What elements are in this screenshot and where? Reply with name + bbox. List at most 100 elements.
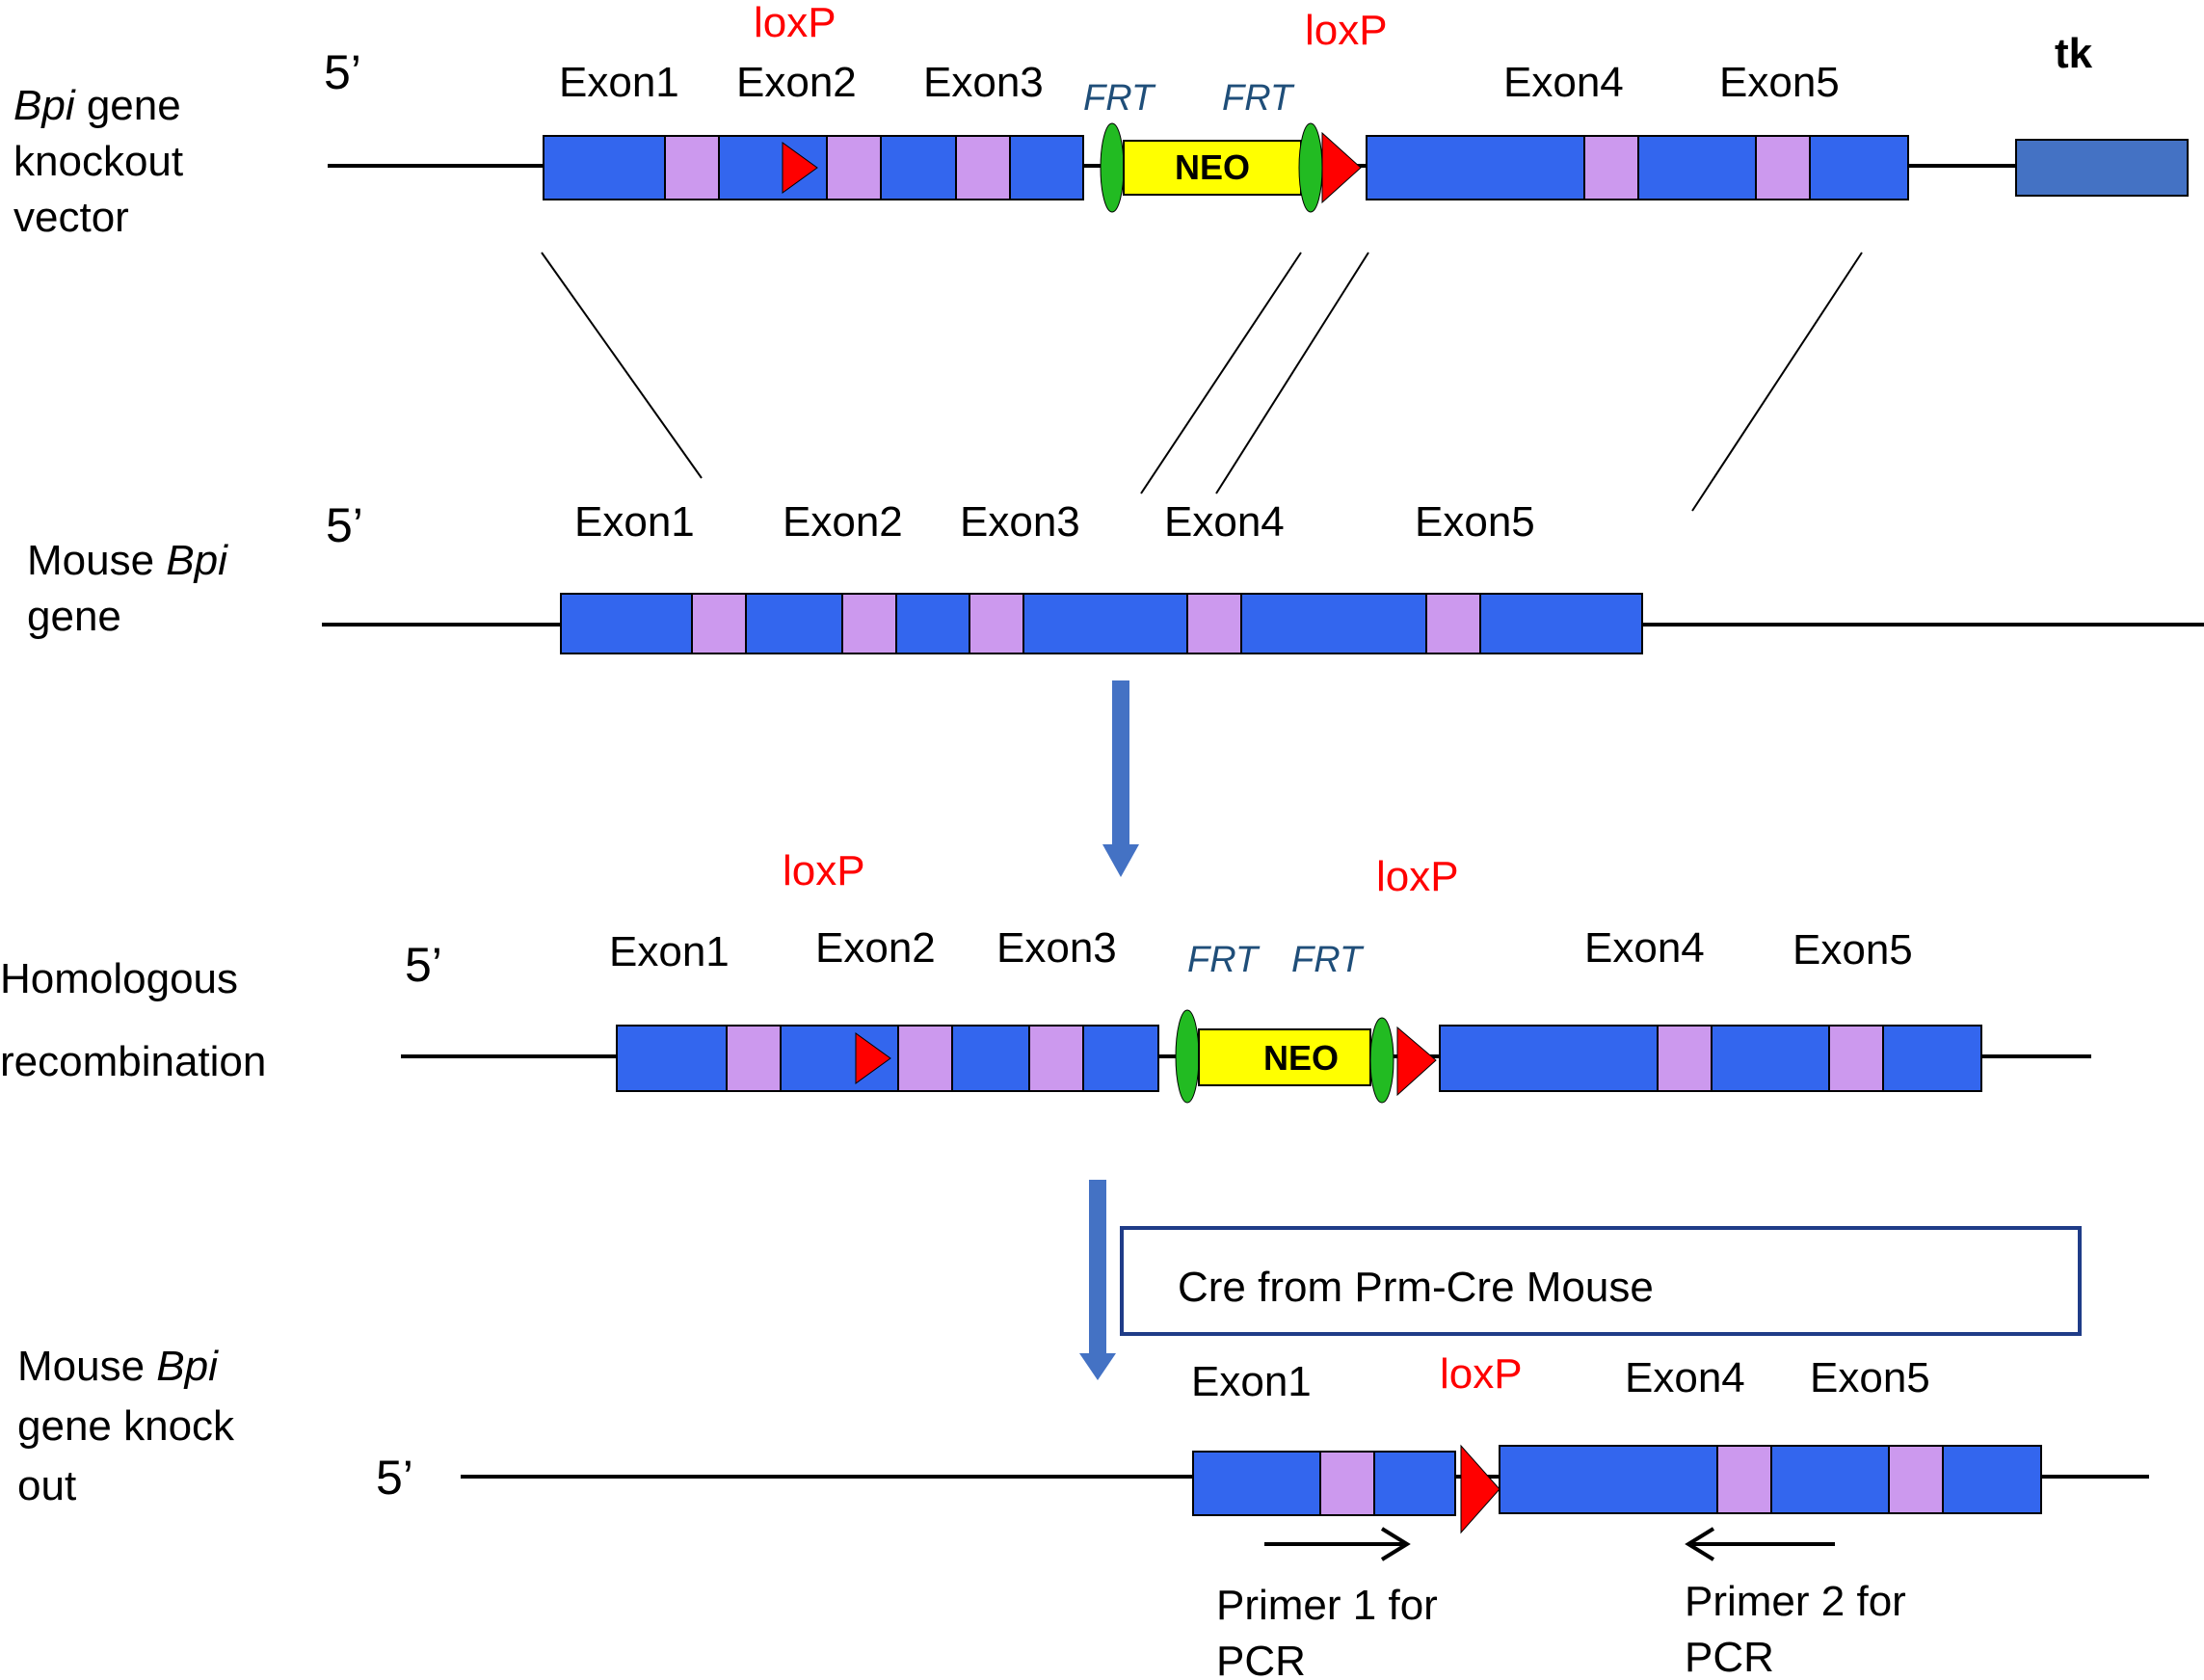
vector-frt1-label: FRT bbox=[1083, 78, 1156, 119]
primer2-arrow bbox=[1685, 1527, 1835, 1561]
homology-line-3 bbox=[1215, 252, 1369, 494]
recombination-loxp2-triangle bbox=[1396, 1026, 1437, 1097]
primer1-arrow-head bbox=[1380, 1527, 1411, 1561]
mouse-gene-exon2-label: Exon2 bbox=[783, 498, 903, 546]
primer1-arrow bbox=[1264, 1527, 1411, 1561]
process-arrow-2-shaft bbox=[1089, 1180, 1106, 1353]
knockout-label-line1: Mouse Bpi bbox=[17, 1343, 219, 1390]
homology-lines bbox=[541, 252, 1863, 512]
knockout-exon5-label: Exon5 bbox=[1810, 1354, 1930, 1401]
vector-exon3-label: Exon3 bbox=[923, 59, 1044, 106]
recombination-frt1-label: FRT bbox=[1187, 940, 1261, 980]
knockout-row: Mouse Bpi gene knock out 5’ Exon1 loxP E… bbox=[17, 1343, 2149, 1680]
vector-row: Bpi gene knockout vector 5’ Exon1 Exon2 … bbox=[13, 0, 2189, 241]
recombination-exon5-label: Exon5 bbox=[1792, 926, 1913, 973]
mouse-gene-exon1-label: Exon1 bbox=[574, 498, 695, 546]
mouse-gene-exon1-mark bbox=[691, 593, 747, 654]
vector-neo-label: NEO bbox=[1175, 147, 1250, 187]
mouse-gene-label-line2: gene bbox=[27, 593, 121, 640]
recombination-frt1-ellipse bbox=[1175, 1009, 1200, 1104]
mouse-gene-exon2-mark bbox=[841, 593, 897, 654]
vector-exon1-mark bbox=[664, 135, 720, 200]
knockout-exon4-mark bbox=[1716, 1445, 1772, 1514]
recombination-exon3-label: Exon3 bbox=[996, 924, 1117, 972]
recombination-five-prime: 5’ bbox=[405, 938, 442, 992]
vector-five-prime: 5’ bbox=[324, 45, 361, 99]
vector-loxp2-label: loxP bbox=[1305, 7, 1388, 54]
mouse-gene-exon5-mark bbox=[1425, 593, 1481, 654]
mouse-gene-exon3-label: Exon3 bbox=[960, 498, 1080, 546]
recombination-frt2-ellipse bbox=[1369, 1017, 1394, 1104]
cre-box-text: Cre from Prm-Cre Mouse bbox=[1178, 1264, 1654, 1311]
vector-frt1-ellipse bbox=[1100, 122, 1125, 213]
recombination-loxp1-label: loxP bbox=[783, 847, 865, 894]
cre-box-frame bbox=[1120, 1226, 2082, 1336]
recombination-exon4-mark bbox=[1657, 1025, 1713, 1092]
recombination-loxp1-triangle bbox=[855, 1032, 891, 1084]
vector-label-line1: Bpi gene bbox=[13, 82, 181, 129]
recombination-exon1-mark bbox=[726, 1025, 782, 1092]
knockout-exon5-mark bbox=[1888, 1445, 1944, 1514]
recombination-label-line2: recombination bbox=[0, 1038, 266, 1085]
vector-exon2-label: Exon2 bbox=[736, 59, 857, 106]
vector-loxp1-label: loxP bbox=[754, 0, 836, 46]
knockout-five-prime: 5’ bbox=[376, 1451, 413, 1505]
mouse-gene-row: Mouse Bpi gene 5’ Exon1 Exon2 Exon3 Exon… bbox=[27, 498, 2204, 654]
process-arrow-2 bbox=[1079, 1180, 1116, 1380]
primer2-label-line1: Primer 2 for bbox=[1685, 1578, 1906, 1625]
vector-loxp2-triangle bbox=[1321, 131, 1362, 204]
process-arrow-2-head bbox=[1079, 1353, 1116, 1380]
mouse-gene-label-line1: Mouse Bpi bbox=[27, 537, 228, 584]
process-arrow-1-head bbox=[1102, 844, 1139, 877]
recombination-neo-cassette bbox=[1198, 1028, 1371, 1086]
homology-line-2 bbox=[1140, 252, 1302, 494]
recombination-exon5-mark bbox=[1828, 1025, 1884, 1092]
process-arrow-1 bbox=[1102, 680, 1139, 877]
recombination-label-line1: Homologous bbox=[0, 955, 238, 1002]
vector-frt2-label: FRT bbox=[1222, 78, 1295, 119]
process-arrow-1-shaft bbox=[1112, 680, 1129, 844]
vector-exon5-mark bbox=[1755, 135, 1811, 200]
mouse-gene-five-prime: 5’ bbox=[326, 498, 363, 552]
vector-exon3-mark bbox=[955, 135, 1011, 200]
primer1-label-line1: Primer 1 for bbox=[1216, 1582, 1438, 1629]
cre-box: Cre from Prm-Cre Mouse bbox=[1120, 1226, 2082, 1336]
vector-exon4-mark bbox=[1583, 135, 1639, 200]
recombination-exon1-label: Exon1 bbox=[609, 928, 730, 975]
mouse-gene-exon3-mark bbox=[969, 593, 1024, 654]
vector-frt2-ellipse bbox=[1298, 122, 1323, 213]
recombination-exon2-mark bbox=[897, 1025, 953, 1092]
homology-line-1 bbox=[541, 252, 703, 479]
primer2-arrow-head bbox=[1685, 1527, 1715, 1561]
recombination-neo-label: NEO bbox=[1263, 1038, 1339, 1078]
vector-loxp1-triangle bbox=[782, 142, 818, 194]
vector-exon2-mark bbox=[826, 135, 882, 200]
knockout-loxp-label: loxP bbox=[1440, 1350, 1523, 1398]
recombination-frt2-label: FRT bbox=[1291, 940, 1365, 980]
recombination-exon4-label: Exon4 bbox=[1584, 924, 1705, 972]
vector-exon1-label: Exon1 bbox=[559, 59, 679, 106]
recombination-exon2-label: Exon2 bbox=[815, 924, 936, 972]
knockout-exon1-label: Exon1 bbox=[1191, 1358, 1312, 1405]
primer1-label-line2: PCR bbox=[1216, 1638, 1306, 1680]
primer2-label-line2: PCR bbox=[1685, 1634, 1774, 1680]
vector-tk-label: tk bbox=[2055, 30, 2093, 77]
knockout-label-line3: out bbox=[17, 1462, 76, 1509]
knockout-exon1-mark bbox=[1319, 1451, 1375, 1516]
mouse-gene-exon4-label: Exon4 bbox=[1164, 498, 1285, 546]
vector-exon4-label: Exon4 bbox=[1503, 59, 1624, 106]
knockout-exon4-label: Exon4 bbox=[1625, 1354, 1745, 1401]
knockout-loxp-triangle bbox=[1460, 1444, 1500, 1534]
knockout-label-line2: gene knock bbox=[17, 1402, 235, 1450]
recombination-row: Homologous recombination 5’ Exon1 Exon2 … bbox=[0, 847, 2091, 1104]
vector-tk-block bbox=[2015, 139, 2189, 197]
recombination-exon3-mark bbox=[1028, 1025, 1084, 1092]
vector-label-line2: knockout bbox=[13, 138, 183, 185]
vector-exon5-label: Exon5 bbox=[1719, 59, 1840, 106]
mouse-gene-exon5-label: Exon5 bbox=[1415, 498, 1535, 546]
vector-label-line3: vector bbox=[13, 194, 129, 241]
homology-line-4 bbox=[1691, 252, 1863, 512]
recombination-loxp2-label: loxP bbox=[1376, 853, 1459, 900]
vector-neo-cassette bbox=[1123, 140, 1302, 196]
